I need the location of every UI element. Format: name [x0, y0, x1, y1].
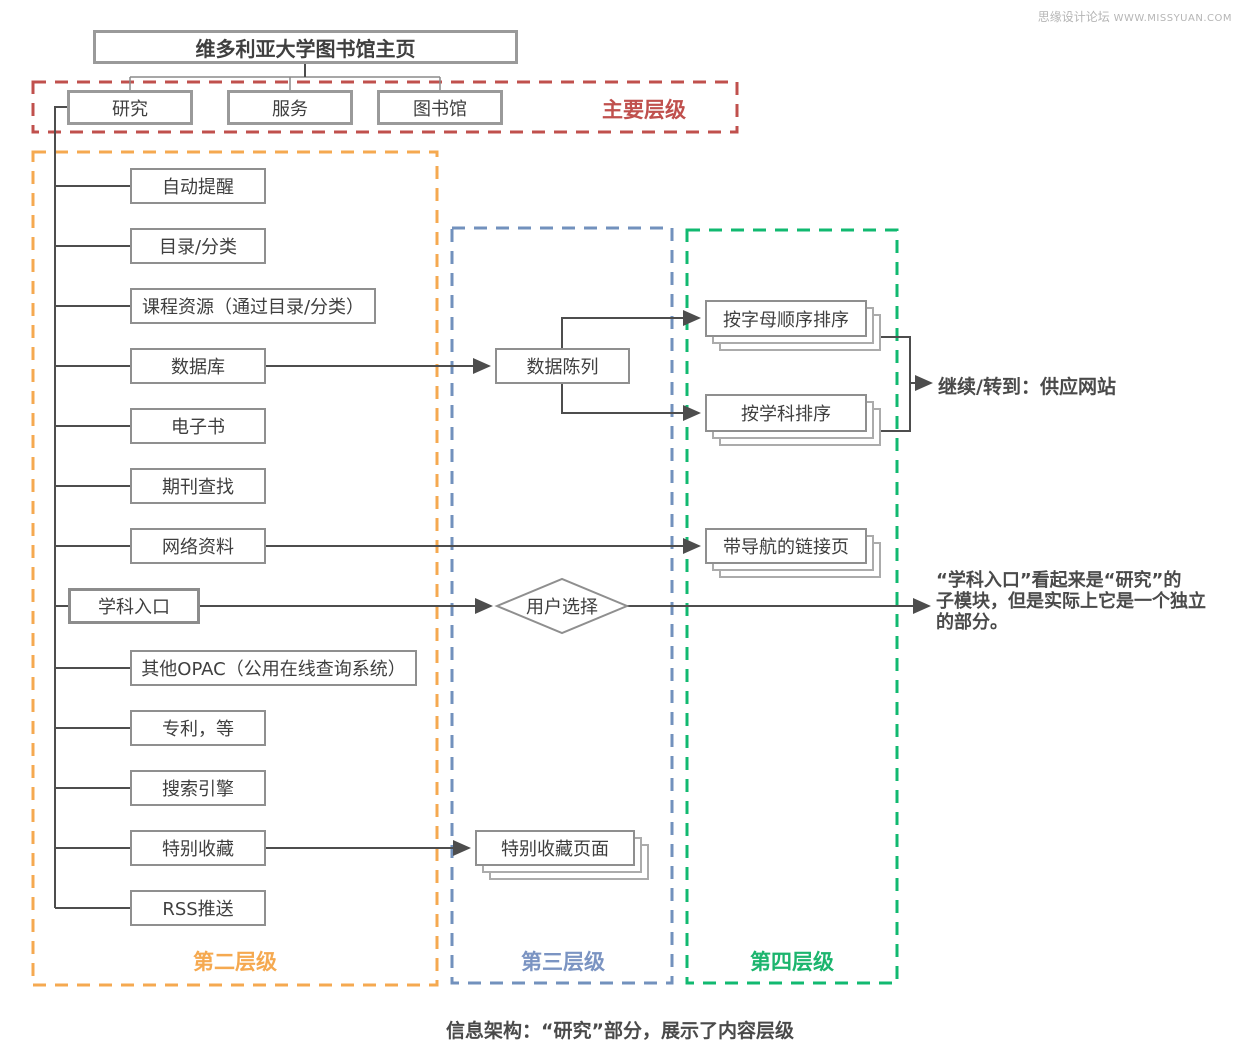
research-spine-lines — [54, 106, 130, 909]
node-journal-finder: 期刊查找 — [130, 468, 266, 504]
node-research: 研究 — [67, 90, 193, 125]
level3-label: 第三层级 — [521, 950, 605, 974]
arrow-datadisplay-to-alphabetical — [561, 310, 701, 348]
level2-label: 第二层级 — [193, 950, 277, 974]
decision-diamond — [494, 577, 630, 635]
watermark-site-url: www.missyuan.com — [1113, 13, 1232, 24]
node-nav-links-page: 带导航的链接页 — [705, 528, 881, 578]
node-course-resources: 课程资源（通过目录/分类） — [130, 288, 376, 324]
node-sorted-alphabetically: 按字母顺序排序 — [705, 300, 881, 351]
bracket-sort-outputs — [876, 336, 911, 432]
node-search-engines: 搜索引擎 — [130, 770, 266, 806]
node-other-opac: 其他OPAC（公用在线查询系统） — [130, 650, 417, 686]
root-branch-lines — [129, 76, 441, 90]
watermark: 思缘设计论坛 www.missyuan.com — [1038, 8, 1232, 25]
node-sorted-alphabetically-label: 按字母顺序排序 — [705, 300, 867, 337]
subject-gateway-note: “学科入口”看起来是“研究”的 子模块，但是实际上它是一个独立 的部分。 — [936, 570, 1206, 633]
level4-label: 第四层级 — [750, 950, 834, 974]
node-rss-feeds: RSS推送 — [130, 890, 266, 926]
diagram-caption: 信息架构：“研究”部分，展示了内容层级 — [446, 1020, 794, 1042]
node-services: 服务 — [227, 90, 353, 125]
node-special-collections: 特别收藏 — [130, 830, 266, 866]
node-auto-alerts: 自动提醒 — [130, 168, 266, 204]
node-user-choice: 用户选择 — [526, 597, 598, 618]
node-special-collections-page: 特别收藏页面 — [475, 830, 649, 880]
node-data-display: 数据陈列 — [495, 348, 630, 384]
node-library-homepage: 维多利亚大学图书馆主页 — [93, 30, 518, 64]
node-nav-links-page-label: 带导航的链接页 — [705, 528, 867, 564]
node-ebooks: 电子书 — [130, 408, 266, 444]
level1-label: 主要层级 — [602, 98, 686, 122]
level2-boundary — [31, 150, 439, 987]
node-libraries: 图书馆 — [377, 90, 503, 125]
node-special-collections-page-label: 特别收藏页面 — [475, 830, 635, 866]
note-line-2: 子模块，但是实际上它是一个独立 — [936, 591, 1206, 612]
node-catalog-classification: 目录/分类 — [130, 228, 266, 264]
node-web-resources: 网络资料 — [130, 528, 266, 564]
node-sorted-by-subject: 按学科排序 — [705, 394, 881, 446]
node-databases: 数据库 — [130, 348, 266, 384]
node-subject-gateway: 学科入口 — [68, 588, 200, 624]
watermark-site-name: 思缘设计论坛 — [1037, 10, 1110, 24]
note-line-1: “学科入口”看起来是“研究”的 — [936, 570, 1182, 591]
level1-boundary — [31, 80, 739, 134]
node-patents-etc: 专利，等 — [130, 710, 266, 746]
vendor-site-annotation: 继续/转到：供应网站 — [938, 376, 1116, 398]
note-line-3: 的部分。 — [936, 612, 1008, 633]
node-sorted-by-subject-label: 按学科排序 — [705, 394, 867, 432]
arrow-datadisplay-to-bysubject — [561, 384, 701, 421]
